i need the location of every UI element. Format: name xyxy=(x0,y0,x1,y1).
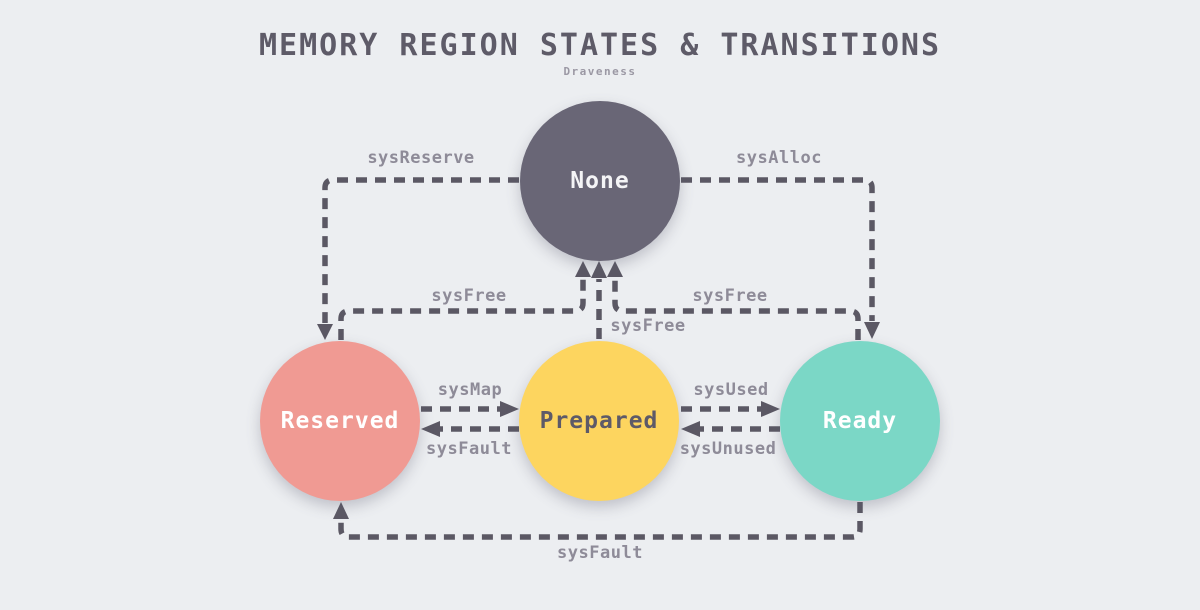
diagram-subtitle: Draveness xyxy=(563,65,637,78)
edge-sysalloc-path xyxy=(681,177,875,321)
edge-label-sysfree-prepared: sysFree xyxy=(610,316,686,336)
node-reserved: Reserved xyxy=(260,341,420,501)
edge-label-sysmap: sysMap xyxy=(437,380,503,400)
edge-label-sysalloc: sysAlloc xyxy=(736,148,822,168)
edge-sysfault-mid xyxy=(421,421,519,437)
arrowhead-right-icon xyxy=(500,401,519,417)
edge-sysreserve-path xyxy=(322,177,519,323)
edge-label-sysunused: sysUnused xyxy=(679,439,777,459)
edge-sysfree-from-prepared xyxy=(591,261,607,339)
edge-sysmap xyxy=(421,401,519,417)
edge-sysfree-from-reserved xyxy=(338,261,591,340)
node-reserved-label: Reserved xyxy=(280,408,400,434)
edge-label-sysfree-ready: sysFree xyxy=(692,286,768,306)
arrowhead-up-icon xyxy=(333,502,349,519)
diagram-title: MEMORY REGION STATES & TRANSITIONS xyxy=(258,28,942,63)
edge-sysused xyxy=(681,401,780,417)
edge-label-sysfault-mid: sysFault xyxy=(426,439,512,459)
node-none: None xyxy=(520,101,680,261)
edge-sysfault-bottom xyxy=(333,502,863,540)
arrowhead-left-icon xyxy=(681,421,700,437)
arrowhead-down-icon xyxy=(317,324,333,340)
edge-label-sysfree-reserved: sysFree xyxy=(431,286,507,306)
arrowhead-up-icon xyxy=(591,261,607,278)
edge-sysfault-bottom-path xyxy=(338,502,863,540)
edge-sysfree-ready-path xyxy=(612,278,861,340)
edge-label-sysused: sysUsed xyxy=(693,380,769,400)
node-prepared-label: Prepared xyxy=(539,408,659,434)
edge-sysfree-from-ready xyxy=(607,261,861,340)
edge-label-sysfault-bottom: sysFault xyxy=(557,543,643,563)
node-ready: Ready xyxy=(780,341,940,501)
edge-sysalloc xyxy=(681,177,880,339)
arrowhead-left-icon xyxy=(421,421,440,437)
edge-sysunused xyxy=(681,421,780,437)
arrowhead-down-icon xyxy=(864,322,880,339)
edge-sysreserve xyxy=(317,177,519,340)
node-prepared: Prepared xyxy=(519,341,679,501)
node-none-label: None xyxy=(570,168,630,194)
node-ready-label: Ready xyxy=(822,408,898,434)
arrowhead-up-icon xyxy=(575,261,591,277)
edge-label-sysreserve: sysReserve xyxy=(367,148,475,168)
arrowhead-right-icon xyxy=(761,401,780,417)
edge-sysfree-reserved-path xyxy=(338,278,586,340)
arrowhead-up-icon xyxy=(607,261,623,277)
